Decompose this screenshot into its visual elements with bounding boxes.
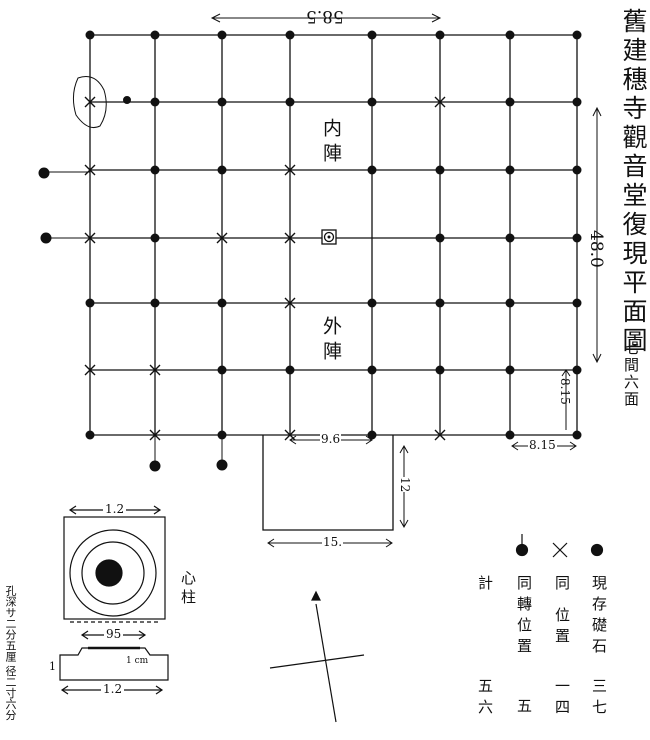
base-stone-marker — [217, 165, 227, 175]
annex-outline — [262, 435, 394, 531]
pillar-bottom-width-label: 1.2 — [101, 682, 125, 696]
base-stone-marker — [435, 30, 445, 40]
base-stone-marker — [572, 298, 582, 308]
pillar-name-label: 心柱 — [179, 570, 197, 608]
base-stone-marker — [367, 30, 377, 40]
legend-filled-dot-icon — [590, 543, 604, 557]
base-stone-marker — [505, 165, 515, 175]
base-stone-marker — [505, 30, 515, 40]
base-stone-marker — [150, 233, 160, 243]
base-stone-marker — [435, 365, 445, 375]
position-cross-marker — [284, 164, 296, 176]
base-stone-marker — [367, 365, 377, 375]
page-title: 舊建穗寺觀音堂復現平面圖 — [619, 8, 648, 356]
base-stone-marker — [217, 30, 227, 40]
base-stone-marker — [367, 165, 377, 175]
legend-label-moved: 同轉位置 — [515, 575, 533, 659]
pillar-height-cm-label: 1 cm — [126, 656, 149, 666]
base-stone-marker — [285, 365, 295, 375]
base-stone-marker — [435, 298, 445, 308]
pillar-hole-note: 孔深サ二分五厘 径二寸六分 — [4, 585, 17, 721]
dim-bay-right-v — [561, 369, 571, 430]
base-stone-marker — [572, 233, 582, 243]
page-subtitle: 七間六面 — [622, 340, 640, 408]
base-stone-marker — [367, 97, 377, 107]
base-stone-marker — [217, 365, 227, 375]
legend-label-same-position: 同 位置 — [553, 575, 571, 649]
dim-right-height — [592, 106, 602, 364]
base-stone-marker — [505, 97, 515, 107]
position-cross-marker — [84, 164, 96, 176]
central-column-symbol — [321, 229, 337, 245]
inner-sanctuary-label: 内陣 — [320, 118, 342, 168]
legend-symbols — [515, 534, 604, 558]
base-stone-marker — [505, 365, 515, 375]
base-stone-marker — [572, 365, 582, 375]
position-cross-marker — [284, 297, 296, 309]
outer-sanctuary-label: 外陣 — [320, 316, 342, 366]
dim-annex-width-label: 15. — [322, 535, 344, 549]
base-stone-marker — [217, 298, 227, 308]
base-stone-marker — [285, 30, 295, 40]
base-stone-marker — [150, 30, 160, 40]
base-stone-marker — [85, 430, 95, 440]
base-stone-marker — [150, 97, 160, 107]
base-stone-marker — [572, 97, 582, 107]
pillar-plinth-width-label: 95 — [104, 627, 124, 641]
position-cross-marker — [149, 364, 161, 376]
pillar-detail-drawing — [59, 505, 169, 695]
legend-total-label: 計 — [476, 575, 494, 590]
dim-top-width-label: 58.5 — [306, 6, 344, 26]
base-stone-marker — [150, 165, 160, 175]
pillar-height-small-label: 1 — [49, 660, 56, 673]
dim-right-height-label: 48.0 — [586, 230, 606, 268]
legend-count-existing: 三七 — [590, 678, 608, 720]
base-stone-marker — [505, 430, 515, 440]
dim-top-width — [210, 13, 442, 23]
base-stone-marker — [367, 430, 377, 440]
dim-bay-inner-label: 9.6 — [320, 432, 342, 446]
base-stone-marker — [572, 30, 582, 40]
orientation-marker — [269, 590, 365, 723]
base-stone-marker — [217, 97, 227, 107]
base-stone-marker — [285, 97, 295, 107]
base-stone-marker — [85, 30, 95, 40]
base-stone-marker — [367, 298, 377, 308]
position-cross-marker — [434, 429, 446, 441]
legend-total-count: 五六 — [476, 678, 494, 720]
base-stone-marker — [435, 233, 445, 243]
column-markers — [84, 30, 582, 441]
outer-column-markers — [38, 76, 228, 472]
base-stone-marker — [435, 165, 445, 175]
position-cross-marker — [84, 96, 96, 108]
base-stone-marker — [572, 430, 582, 440]
base-stone-marker — [505, 233, 515, 243]
position-cross-marker — [434, 96, 446, 108]
legend-label-existing: 現存礎石 — [590, 575, 608, 659]
base-stone-marker — [572, 165, 582, 175]
base-stone-marker — [505, 298, 515, 308]
dim-annex-depth-label: 12 — [398, 477, 412, 493]
dim-bay-right-v-label: 8.15 — [558, 378, 572, 405]
pillar-top-width-label: 1.2 — [103, 502, 127, 516]
position-cross-marker — [216, 232, 228, 244]
legend-count-moved: 五 — [515, 698, 533, 719]
dim-bay-right-h-label: 8.15 — [528, 438, 557, 452]
position-cross-marker — [284, 232, 296, 244]
base-stone-marker — [85, 298, 95, 308]
position-cross-marker — [84, 364, 96, 376]
base-stone-marker — [150, 298, 160, 308]
legend-count-same-position: 一四 — [553, 678, 571, 720]
